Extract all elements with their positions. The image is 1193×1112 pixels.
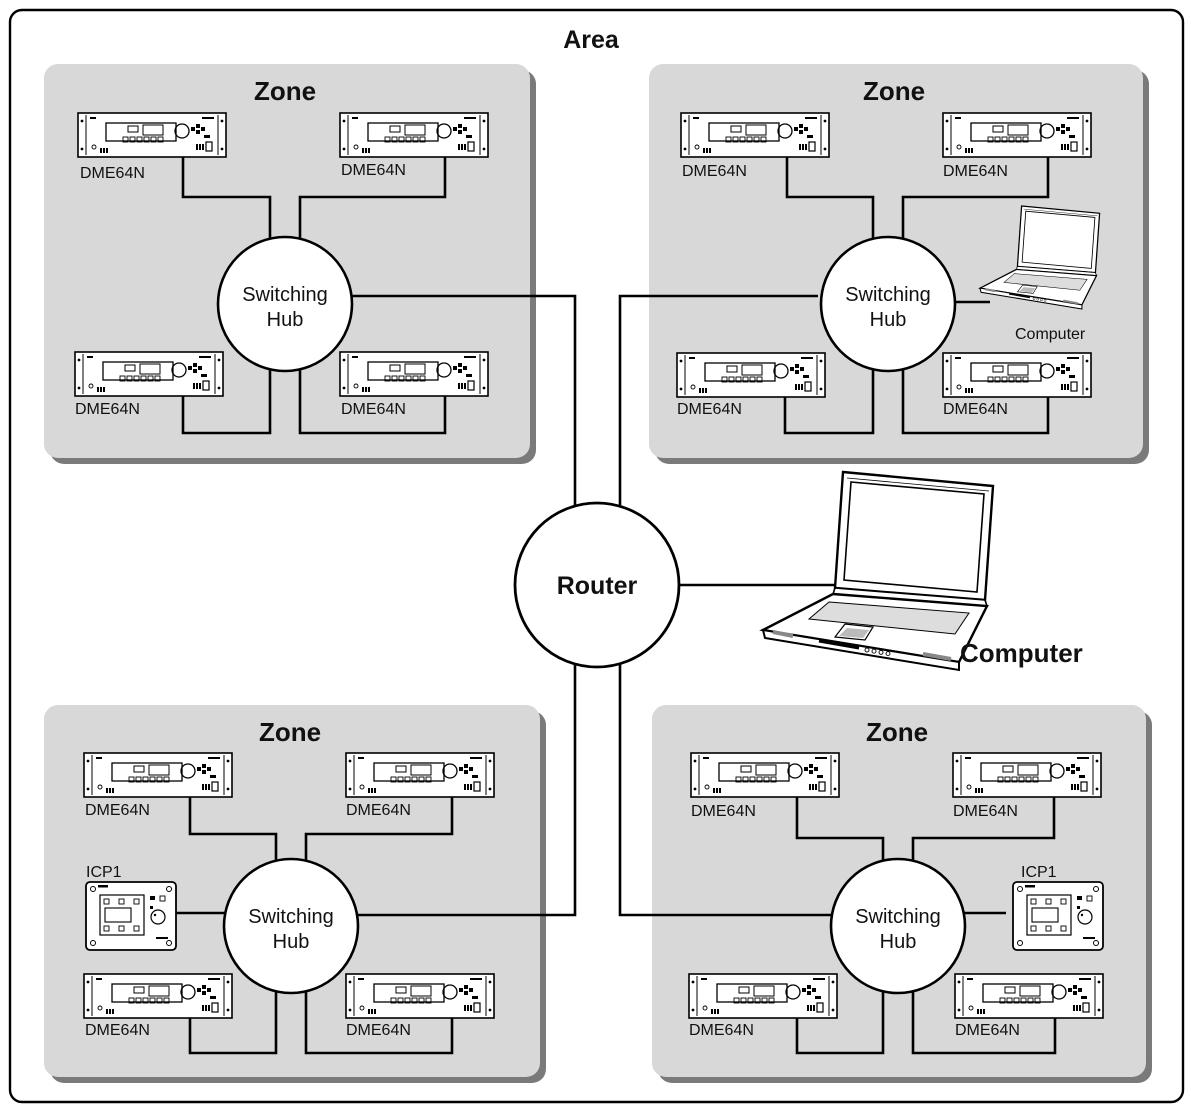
dme64n-device-icon	[345, 973, 495, 1019]
device-label: DME64N	[85, 1022, 150, 1039]
device-label: DME64N	[75, 401, 140, 418]
cable	[911, 795, 1056, 880]
hub-label-line2: Hub	[273, 931, 310, 953]
trunk-cable	[618, 662, 832, 917]
cable	[298, 155, 447, 245]
cable	[304, 795, 454, 880]
cable	[188, 980, 278, 1055]
zone-title: Zone	[254, 76, 316, 106]
device-label: DME64N	[341, 401, 406, 418]
switching-hub	[829, 857, 967, 995]
laptop-icon	[759, 470, 995, 672]
cable	[785, 155, 875, 245]
cable	[795, 980, 885, 1055]
hub-label-line2: Hub	[267, 309, 304, 331]
cable	[181, 155, 272, 245]
device-label: DME64N	[682, 163, 747, 180]
icp-label: ICP1	[86, 864, 122, 881]
zone-title: Zone	[866, 717, 928, 747]
dme64n-device-icon	[680, 112, 830, 158]
cable	[304, 980, 454, 1055]
computer-label: Computer	[1015, 326, 1086, 343]
main-computer	[759, 470, 995, 672]
dme64n-device-icon	[954, 973, 1104, 1019]
icp1-panel-icon	[1012, 881, 1104, 951]
device-label: DME64N	[953, 803, 1018, 820]
icp1-panel-icon	[85, 881, 177, 951]
cable	[795, 795, 885, 880]
cable	[298, 360, 447, 435]
dme64n-device-icon	[942, 112, 1092, 158]
zone-computer	[978, 205, 1101, 310]
dme64n-device-icon	[690, 752, 840, 798]
device-label: DME64N	[346, 802, 411, 819]
dme64n-device-icon	[676, 352, 826, 398]
dme64n-device-icon	[345, 752, 495, 798]
dme64n-device-icon	[83, 752, 233, 798]
device-label: DME64N	[955, 1022, 1020, 1039]
hub-label-line1: Switching	[855, 906, 941, 928]
device-label: DME64N	[691, 803, 756, 820]
dme64n-device-icon	[339, 112, 489, 158]
device-label: DME64N	[677, 401, 742, 418]
main-computer-label: Computer	[960, 638, 1083, 668]
router-label: Router	[557, 572, 638, 600]
dme64n-device-icon	[952, 752, 1102, 798]
switching-hub	[222, 857, 360, 995]
switching-hub	[819, 235, 957, 373]
trunk-cable	[618, 294, 818, 505]
device-label: DME64N	[943, 401, 1008, 418]
dme64n-device-icon	[74, 351, 224, 397]
laptop-icon	[978, 205, 1101, 310]
router	[513, 501, 681, 669]
device-label: DME64N	[346, 1022, 411, 1039]
device-label: DME64N	[341, 162, 406, 179]
device-label: DME64N	[943, 163, 1008, 180]
zone-title: Zone	[259, 717, 321, 747]
hub-label-line1: Switching	[242, 284, 328, 306]
cable	[188, 795, 278, 880]
hub-label-line2: Hub	[880, 931, 917, 953]
device-label: DME64N	[689, 1022, 754, 1039]
trunk-cable	[352, 294, 577, 510]
trunk-cable	[352, 665, 577, 917]
cable	[783, 360, 875, 435]
switching-hub	[216, 235, 354, 373]
dme64n-device-icon	[942, 352, 1092, 398]
dme64n-device-icon	[339, 351, 489, 397]
device-label: DME64N	[85, 802, 150, 819]
hub-label-line1: Switching	[845, 284, 931, 306]
dme64n-device-icon	[83, 973, 233, 1019]
cable	[181, 360, 272, 435]
dme64n-device-icon	[77, 112, 227, 158]
cable	[911, 980, 1057, 1055]
area-title: Area	[563, 26, 620, 54]
icp-label: ICP1	[1021, 864, 1057, 881]
dme64n-device-icon	[688, 973, 838, 1019]
cable	[901, 155, 1050, 245]
hub-label-line1: Switching	[248, 906, 334, 928]
device-label: DME64N	[80, 165, 145, 182]
cable	[901, 360, 1050, 435]
hub-label-line2: Hub	[870, 309, 907, 331]
zone-title: Zone	[863, 76, 925, 106]
